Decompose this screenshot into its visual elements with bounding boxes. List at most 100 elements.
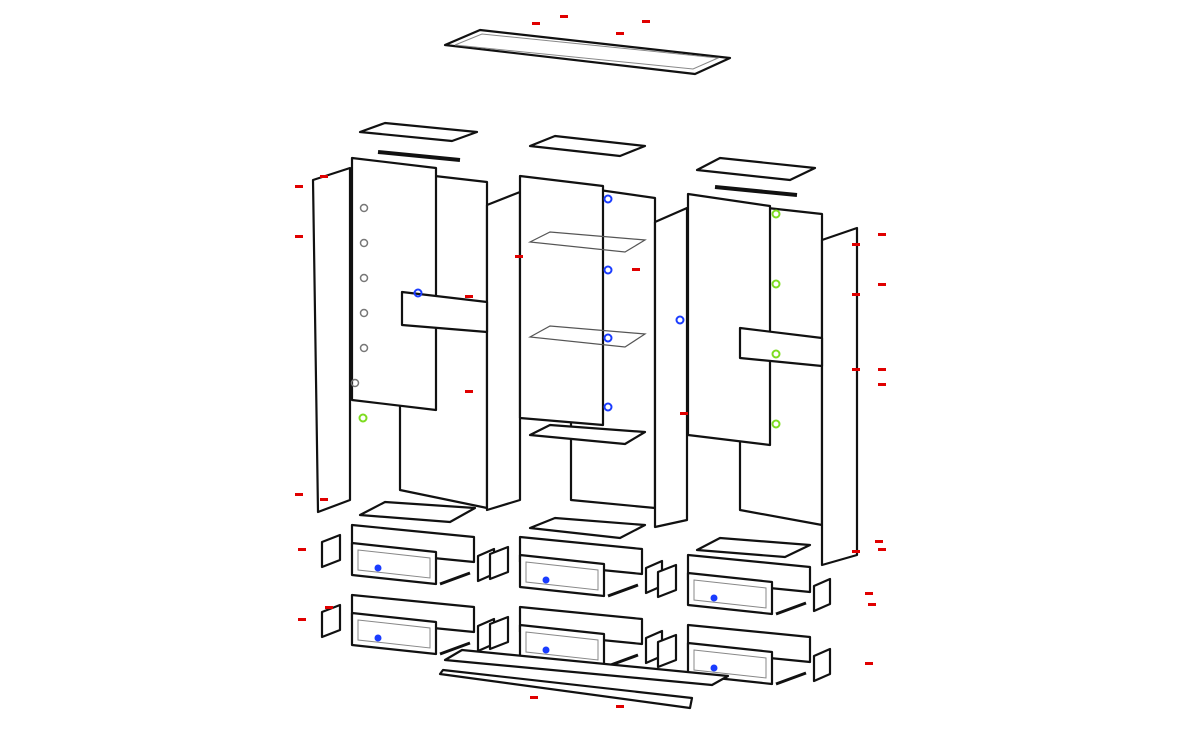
cam-lock-icon: [710, 594, 718, 602]
arrow-icon: [515, 255, 523, 258]
bottom-shelf-left: [358, 500, 477, 524]
door-left: [350, 156, 438, 412]
arrow-icon: [878, 383, 886, 386]
dowel-icon: [413, 288, 423, 298]
drawer-side: [812, 647, 832, 683]
dowel-icon: [358, 413, 368, 423]
dowel-icon: [675, 315, 685, 325]
rail-left: [377, 150, 461, 162]
drawer-bottom: [357, 549, 431, 579]
drawer-3-2: [656, 623, 832, 686]
drawer-side: [320, 603, 342, 639]
drawer-1-1: [320, 523, 496, 586]
drawer-bottom: [693, 579, 767, 609]
hinge-icon: [359, 203, 369, 213]
arrow-icon: [878, 548, 886, 551]
side-panel-right-outer: [820, 226, 859, 567]
module-top-center: [528, 134, 647, 158]
drawer-front: [350, 541, 438, 586]
side-panel-left-outer: [311, 166, 352, 514]
arrow-icon: [532, 22, 540, 25]
rail-right: [714, 185, 798, 197]
glass-shelf-1: [527, 231, 647, 253]
dowel-icon: [771, 349, 781, 359]
cam-lock-icon: [374, 634, 382, 642]
arrow-icon: [852, 368, 860, 371]
drawer-bottom: [357, 619, 431, 649]
cam-lock-icon: [542, 576, 550, 584]
rail-cross-left: [400, 290, 489, 334]
drawer-side: [812, 577, 832, 613]
drawer-runner: [439, 571, 471, 586]
hinge-icon: [359, 238, 369, 248]
dowel-icon: [603, 333, 613, 343]
arrow-icon: [325, 606, 333, 609]
top-panel: [443, 28, 732, 76]
drawer-side: [656, 563, 678, 599]
top-panel-inner: [454, 33, 720, 70]
hinge-icon: [359, 343, 369, 353]
arrow-icon: [616, 705, 624, 708]
glass-shelf-2: [528, 325, 647, 348]
plinth-base: [443, 648, 730, 687]
drawer-front: [686, 571, 774, 616]
arrow-icon: [875, 540, 883, 543]
dowel-icon: [603, 265, 613, 275]
drawer-runner: [439, 641, 471, 656]
arrow-icon: [298, 548, 306, 551]
hinge-icon: [350, 378, 360, 388]
bottom-shelf-center: [528, 516, 647, 540]
drawer-side: [488, 545, 510, 581]
arrow-icon: [865, 592, 873, 595]
side-panel-left-inner: [485, 190, 522, 512]
rail-cross-right: [738, 326, 824, 368]
arrow-icon: [560, 15, 568, 18]
arrow-icon: [298, 618, 306, 621]
arrow-icon: [632, 268, 640, 271]
cam-lock-icon: [710, 664, 718, 672]
drawer-runner: [775, 671, 807, 686]
drawer-2-1: [488, 535, 664, 598]
hinge-icon: [359, 273, 369, 283]
arrow-icon: [680, 412, 688, 415]
dowel-icon: [771, 209, 781, 219]
dowel-icon: [771, 279, 781, 289]
arrow-icon: [616, 32, 624, 35]
plinth-front: [438, 668, 694, 710]
arrow-icon: [295, 185, 303, 188]
drawer-bottom: [693, 649, 767, 679]
arrow-icon: [642, 20, 650, 23]
door-center: [518, 174, 605, 427]
arrow-icon: [852, 293, 860, 296]
drawer-front: [518, 553, 606, 598]
arrow-icon: [465, 390, 473, 393]
arrow-icon: [865, 662, 873, 665]
arrow-icon: [295, 235, 303, 238]
dowel-icon: [603, 194, 613, 204]
arrow-icon: [320, 498, 328, 501]
arrow-icon: [878, 368, 886, 371]
door-right: [686, 192, 772, 447]
drawer-bottom: [525, 561, 599, 591]
arrow-icon: [878, 283, 886, 286]
dowel-icon: [603, 402, 613, 412]
arrow-icon: [320, 175, 328, 178]
drawer-side: [320, 533, 342, 569]
module-top-right: [695, 156, 817, 182]
drawer-1-2: [320, 593, 496, 656]
drawer-runner: [775, 601, 807, 616]
drawer-2-2: [488, 605, 664, 668]
drawer-side: [656, 633, 678, 669]
dowel-icon: [771, 419, 781, 429]
arrow-icon: [852, 550, 860, 553]
drawer-side: [488, 615, 510, 651]
drawer-3-1: [656, 553, 832, 616]
drawer-front: [350, 611, 438, 656]
bottom-shelf-right: [695, 536, 812, 559]
hinge-icon: [359, 308, 369, 318]
cam-lock-icon: [374, 564, 382, 572]
drawer-bottom: [525, 631, 599, 661]
module-top-left: [358, 121, 479, 143]
side-panel-center: [653, 206, 689, 529]
